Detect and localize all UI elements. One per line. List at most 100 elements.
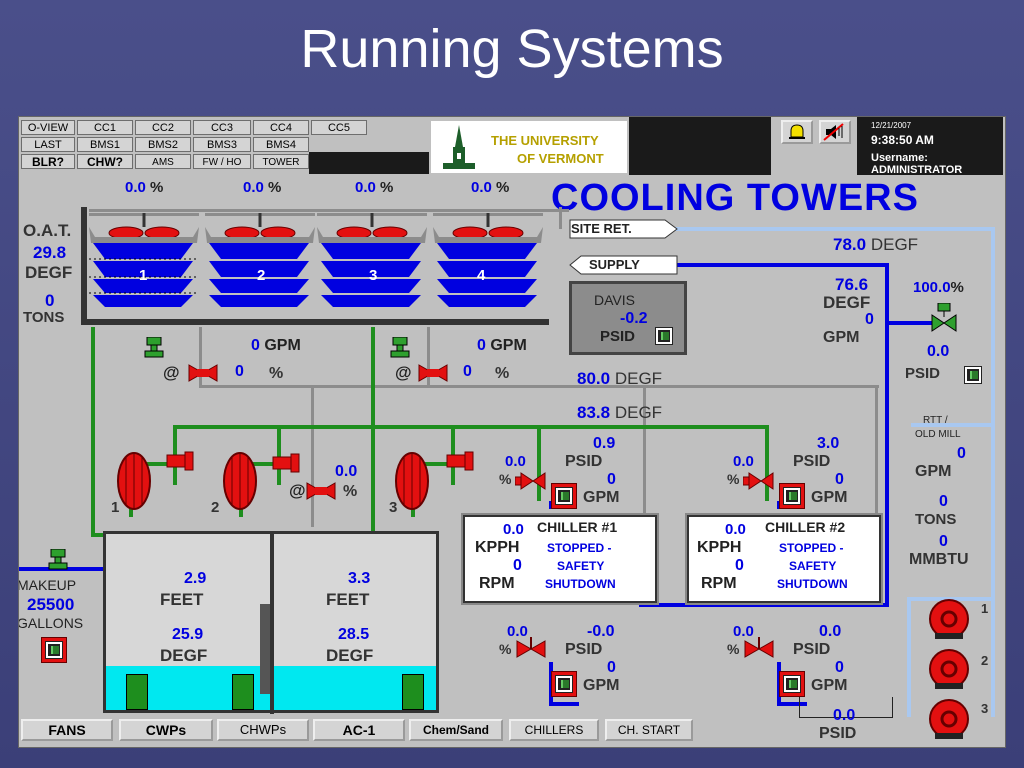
nav-cc5[interactable]: CC5 — [311, 120, 367, 135]
makeup-indicator-box[interactable] — [41, 637, 67, 663]
left-bypass-valve-icon[interactable] — [187, 361, 219, 385]
makeup-label: MAKEUP — [18, 577, 77, 593]
chiller2-kpph-value: 0.0 — [725, 521, 746, 538]
btn-cwps[interactable]: CWPs — [119, 719, 213, 741]
fan-4-speed: 0.0 % — [471, 179, 509, 196]
right-valve-indicator[interactable] — [965, 367, 981, 383]
supply-temp-value: 76.6 — [835, 275, 869, 294]
nav-o-view[interactable]: O-VIEW — [21, 120, 75, 135]
fan-2-pct: 0.0 — [243, 179, 264, 196]
nav-last[interactable]: LAST — [21, 137, 75, 152]
right-valve-psid-label: PSID — [905, 365, 941, 382]
btn-ac1[interactable]: AC-1 — [313, 719, 405, 741]
nav-cc2[interactable]: CC2 — [135, 120, 191, 135]
basin: 2.9 FEET 25.9 DEGF 3.3 FEET 28.5 DEGF — [103, 531, 439, 714]
slide-title: Running Systems — [300, 19, 724, 79]
makeup-valve-icon[interactable] — [47, 549, 69, 571]
tower-4-id: 4 — [477, 267, 486, 284]
chiller2-status-1: STOPPED - — [779, 541, 844, 555]
bottom-bracket — [799, 697, 893, 718]
tower-2[interactable]: 2 — [205, 209, 315, 321]
cw-pump-3-icon[interactable] — [395, 451, 429, 511]
chiller1-top-valve-icon[interactable] — [515, 469, 547, 493]
fan-2-speed: 0.0 % — [243, 179, 281, 196]
chiller2-bot-valve-icon[interactable] — [743, 637, 775, 661]
nav-bms1[interactable]: BMS1 — [77, 137, 133, 152]
chiller1-bot-valve-icon[interactable] — [515, 637, 547, 661]
chiller1-psid-bot-value: -0.0 — [587, 623, 615, 640]
nav-bms2[interactable]: BMS2 — [135, 137, 191, 152]
site-ret-temp: 78.0 DEGF — [833, 235, 918, 255]
tower-1-id: 1 — [139, 267, 148, 284]
tank-1-level-unit: FEET — [160, 590, 204, 609]
bottom-psid-label: PSID — [819, 725, 857, 742]
alarm-bell-button[interactable] — [781, 120, 813, 144]
chiller1-status-1: STOPPED - — [547, 541, 612, 555]
nav-bms4[interactable]: BMS4 — [253, 137, 309, 152]
pipe-blue-bot — [639, 603, 889, 607]
makeup-indicator — [46, 642, 62, 658]
nav-fw-ho[interactable]: FW / HO — [193, 154, 251, 169]
nav-chw[interactable]: CHW? — [77, 154, 133, 169]
cw-pump-3-id: 3 — [389, 499, 398, 516]
rtt-gpm-value: 0 — [957, 445, 966, 462]
right-control-valve-icon[interactable] — [929, 303, 959, 333]
tower-4[interactable]: 4 — [433, 209, 543, 321]
pump-bypass-valve-icon[interactable] — [305, 479, 337, 503]
left-bypass-actuator-icon[interactable] — [143, 337, 165, 359]
btn-chem-sand[interactable]: Chem/Sand — [409, 719, 503, 741]
nav-tower[interactable]: TOWER — [253, 154, 309, 169]
cw-pump-2-valve-icon[interactable] — [271, 453, 303, 473]
fan-4-pct-sign: % — [496, 179, 510, 196]
screen-title: COOLING TOWERS — [551, 177, 919, 219]
tower-1[interactable]: 1 — [89, 209, 199, 321]
chiller2-bot-indicator — [784, 676, 800, 692]
rtt-pump-2-icon[interactable] — [927, 647, 971, 691]
nav-bms3[interactable]: BMS3 — [193, 137, 251, 152]
btn-chwps[interactable]: CHWPs — [217, 719, 309, 741]
fan-1-speed: 0.0 % — [125, 179, 163, 196]
mid-bypass-flow: 0 GPM — [477, 337, 527, 355]
chiller1-panel[interactable]: CHILLER #1 0.0 KPPH 0 RPM STOPPED - SAFE… — [463, 515, 657, 603]
chiller2-status-2: SAFETY — [789, 559, 837, 573]
chiller2-bot-indicator-box[interactable] — [779, 671, 805, 697]
cw-pump-1-valve-icon[interactable] — [165, 451, 197, 471]
username-label-2: Username: — [871, 152, 928, 164]
header-band — [309, 152, 429, 174]
fan-4-pct: 0.0 — [471, 179, 492, 196]
nav-cc4[interactable]: CC4 — [253, 120, 309, 135]
btn-fans[interactable]: FANS — [21, 719, 113, 741]
pipe-green-drop2 — [277, 425, 281, 485]
cw-pump-2-icon[interactable] — [223, 451, 257, 511]
nav-blr[interactable]: BLR? — [21, 154, 75, 169]
rtt-label-2: OLD MILL — [915, 429, 961, 440]
mute-button[interactable] — [819, 120, 851, 144]
davis-indicator[interactable] — [656, 328, 672, 344]
chiller1-psid-top-label: PSID — [565, 453, 603, 470]
btn-chillers[interactable]: CHILLERS — [509, 719, 599, 741]
pump-bypass-pct-value: 0.0 — [335, 463, 358, 480]
chiller2-top-valve-icon[interactable] — [743, 469, 775, 493]
mid-bypass-actuator-icon[interactable] — [389, 337, 411, 359]
left-bypass-gpm-value: 0 — [251, 337, 260, 354]
cw-pump-3-valve-icon[interactable] — [445, 451, 477, 471]
chiller1-bot-indicator-box[interactable] — [551, 671, 577, 697]
basin-suction-2 — [232, 674, 254, 710]
rtt-pump-2-id: 2 — [981, 653, 989, 668]
chiller2-top-indicator-box[interactable] — [779, 483, 805, 509]
btn-ch-start[interactable]: CH. START — [605, 719, 693, 741]
rtt-pump-3-icon[interactable] — [927, 697, 971, 741]
pipe-green-p3h — [411, 462, 455, 466]
nav-cc1[interactable]: CC1 — [77, 120, 133, 135]
tower-3[interactable]: 3 — [317, 209, 427, 321]
tank-2-temp-unit: DEGF — [326, 646, 374, 665]
cw-pump-1-icon[interactable] — [117, 451, 151, 511]
rtt-pump-1-icon[interactable] — [927, 597, 971, 641]
chiller1-top-indicator-box[interactable] — [551, 483, 577, 509]
nav-cc3[interactable]: CC3 — [193, 120, 251, 135]
chiller2-gpm-bot-label: GPM — [811, 677, 848, 694]
nav-ams[interactable]: AMS — [135, 154, 191, 169]
temp-838: 83.8 DEGF — [577, 403, 662, 423]
mid-bypass-valve-icon[interactable] — [417, 361, 449, 385]
chiller2-panel[interactable]: CHILLER #2 0.0 KPPH 0 RPM STOPPED - SAFE… — [687, 515, 881, 603]
